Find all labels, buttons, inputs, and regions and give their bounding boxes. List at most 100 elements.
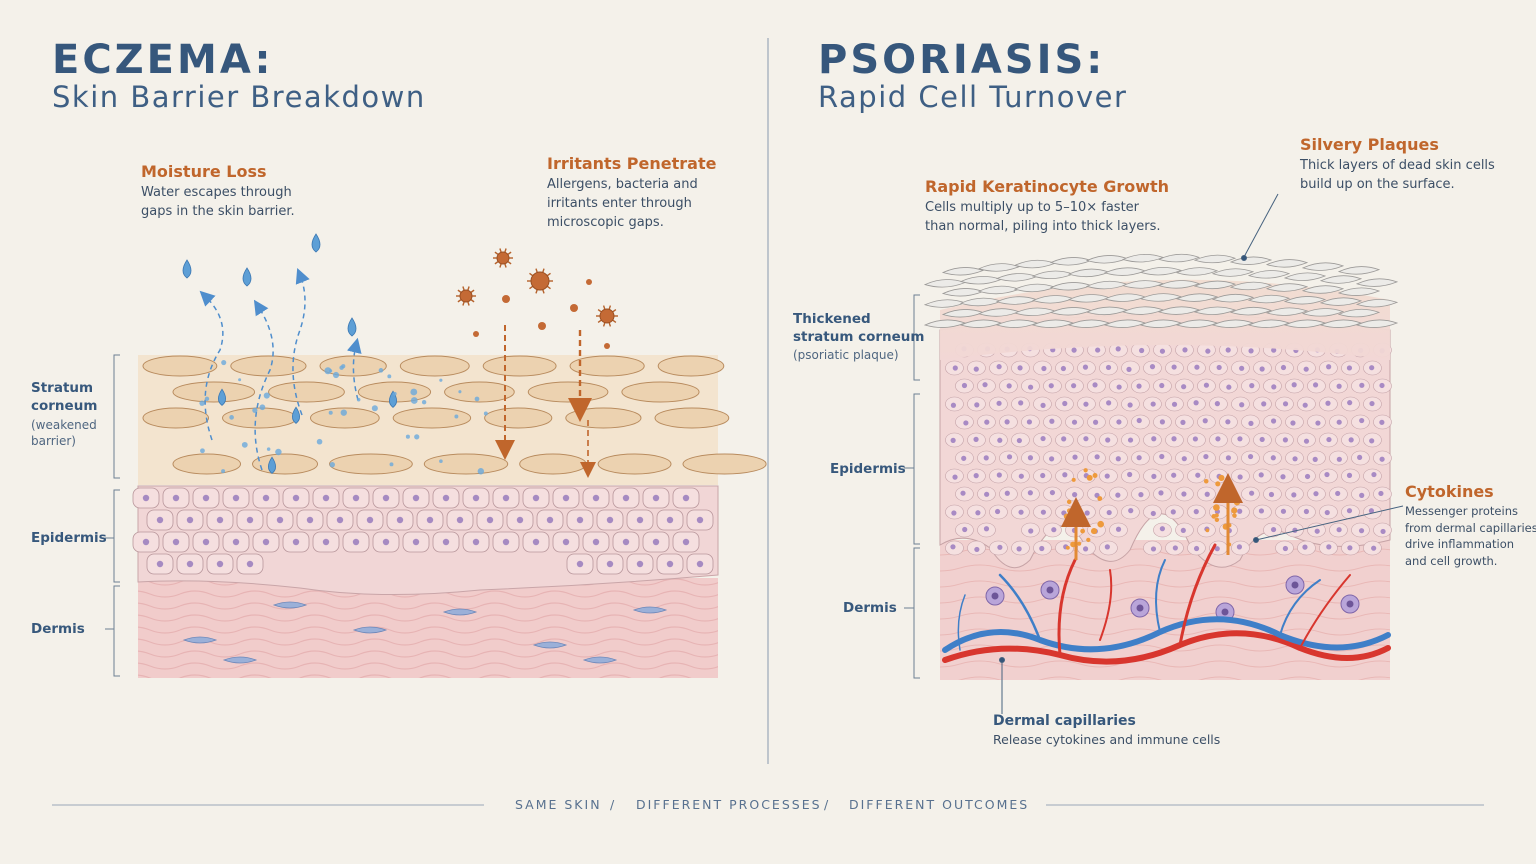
cell-nucleus [186, 560, 194, 568]
eczema-irritants [456, 248, 618, 478]
cell-nucleus [1268, 491, 1275, 498]
cell-nucleus [262, 538, 270, 546]
cell-nucleus [1016, 437, 1022, 444]
cell-nucleus [186, 516, 194, 524]
cell-nucleus [1193, 509, 1199, 515]
cell-nucleus [1236, 544, 1243, 550]
cell-nucleus [1237, 436, 1243, 442]
corneocyte [268, 381, 345, 403]
cell-nucleus [1291, 382, 1297, 388]
cell-nucleus [486, 516, 494, 524]
cell-nucleus [1258, 508, 1265, 514]
moisture-loss-callout: Moisture Loss Water escapes through gaps… [141, 162, 295, 221]
cell-nucleus [1225, 455, 1232, 461]
immune-cell-nucleus [1221, 608, 1229, 616]
cell-nucleus [982, 382, 988, 388]
cell-nucleus [974, 546, 980, 553]
dermal-capillaries-title: Dermal capillaries [993, 713, 1136, 729]
water-particle [371, 405, 378, 412]
cell-nucleus [1062, 400, 1068, 407]
cell-nucleus [1004, 419, 1010, 425]
silvery-scale [1265, 259, 1309, 268]
cytokines-line-2: from dermal capillaries [1405, 520, 1536, 535]
silvery-scale [1301, 262, 1345, 271]
cell-nucleus [963, 420, 969, 426]
water-particle [328, 410, 333, 415]
keratinocyte-growth-title: Rapid Keratinocyte Growth [925, 177, 1170, 196]
cell-nucleus [1150, 401, 1156, 407]
water-escape-arrow [199, 290, 224, 441]
cell-nucleus [1303, 366, 1309, 372]
water-particle [387, 374, 392, 379]
cell-nucleus [532, 494, 540, 502]
corneocyte [621, 381, 700, 403]
silvery-scale [1193, 254, 1237, 264]
eczema-stratum-label-1: Stratum [31, 380, 94, 396]
silvery-scale [1193, 280, 1237, 290]
cell-nucleus [1346, 472, 1353, 478]
silvery-scale [1013, 259, 1057, 269]
fibroblast [632, 606, 668, 614]
corneocyte [392, 407, 472, 429]
cell-nucleus [1180, 527, 1186, 534]
eczema-stratum-note-1: (weakened [31, 418, 97, 432]
eczema-stratum-note-2: barrier) [31, 434, 76, 448]
water-particle [421, 400, 427, 405]
water-particle [238, 378, 242, 382]
cell-nucleus [1180, 419, 1186, 425]
corneocyte [654, 407, 730, 429]
corneocyte [682, 453, 767, 475]
silvery-scale [1283, 272, 1327, 281]
cell-nucleus [232, 538, 240, 546]
cell-nucleus [961, 382, 968, 389]
cell-nucleus [442, 494, 450, 502]
cytokine-particle [1071, 477, 1076, 482]
cell-nucleus [1371, 545, 1377, 551]
footer-different-outcomes: DIFFERENT OUTCOMES [849, 797, 1030, 812]
fibroblast [272, 601, 308, 609]
cytokine-particle [1233, 499, 1241, 506]
cell-nucleus [606, 516, 614, 524]
allergen-core [530, 271, 550, 291]
corneocyte [484, 407, 553, 429]
cell-nucleus [1325, 400, 1331, 406]
cell-nucleus [246, 516, 254, 524]
cytokine-particle [1214, 517, 1220, 523]
cell-nucleus [1369, 438, 1375, 444]
water-particle [252, 407, 258, 413]
cell-nucleus [1181, 384, 1187, 390]
bacteria-particle [502, 295, 510, 303]
silvery-plaques-title: Silvery Plaques [1300, 135, 1439, 154]
cell-nucleus [1082, 546, 1089, 552]
cytokine-particle [1092, 473, 1098, 478]
dermal-capillaries [942, 543, 1391, 665]
irritants-callout: Irritants Penetrate Allergens, bacteria … [547, 154, 716, 232]
cell-nucleus [1127, 402, 1133, 408]
psoriasis-stratum-note: (psoriatic plaque) [793, 348, 899, 362]
cell-nucleus [1247, 453, 1254, 460]
silvery-scale [1175, 267, 1219, 276]
water-particle [389, 462, 394, 467]
water-particle [229, 415, 234, 420]
footer-separator-2: / [824, 797, 831, 812]
allergen-core [599, 308, 615, 324]
cytokine-particle [1097, 520, 1104, 528]
cell-nucleus [1060, 365, 1067, 372]
cell-nucleus [1171, 401, 1178, 407]
cell-nucleus [1172, 545, 1178, 551]
cell-nucleus [1027, 490, 1033, 496]
cell-nucleus [973, 473, 979, 479]
water-particle [241, 441, 248, 448]
cell-nucleus [1159, 453, 1165, 460]
eczema-stratum-label: Stratum corneum (weakened barrier) [31, 379, 97, 449]
silvery-scale [1157, 280, 1201, 289]
silvery-scale [995, 273, 1039, 282]
silvery-scale [1211, 268, 1255, 277]
cell-nucleus [1151, 473, 1157, 479]
cell-nucleus [292, 538, 300, 546]
cell-nucleus [696, 516, 704, 524]
water-particle [410, 397, 418, 404]
cell-nucleus [1072, 454, 1078, 460]
silvery-plaques-line-1: Thick layers of dead skin cells [1300, 158, 1495, 173]
cell-nucleus [973, 436, 979, 442]
